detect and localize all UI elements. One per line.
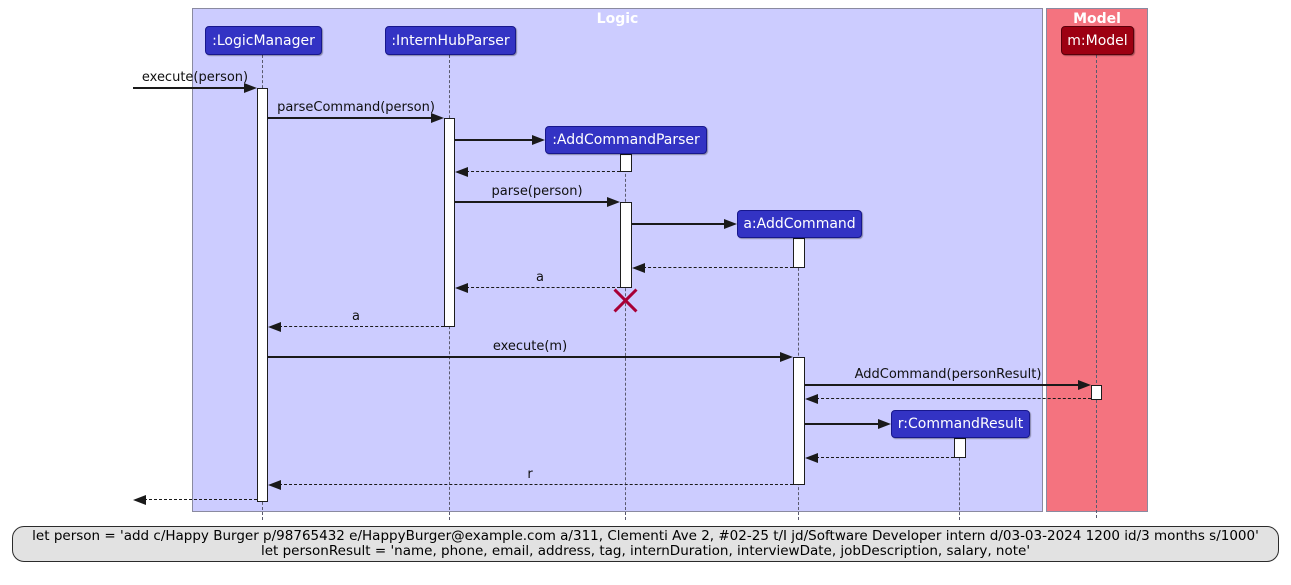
arrowhead-left-icon [455,283,468,293]
note-box: let person = 'add c/Happy Burger p/98765… [12,526,1279,562]
arrowhead-left-icon [268,480,281,490]
arrowhead-left-icon [268,322,281,332]
activation-internhubparser [444,118,455,327]
activation-addcommandparser-1 [620,154,632,172]
arrowhead-right-icon [878,419,891,429]
message-execute-m-line [268,356,782,358]
message-execute-m-label: execute(m) [492,339,568,354]
lifeline-addcommandparser [625,154,626,520]
message-return-parser-line [466,171,620,172]
message-return-final-line [144,499,257,500]
message-parse-line [455,201,609,203]
arrowhead-left-icon [632,263,645,273]
message-create-addcommand-line [632,223,726,225]
model-frame-title: Model [1073,11,1121,27]
participant-logicmanager: :LogicManager [205,26,322,55]
activation-addcommandparser-2 [620,202,632,288]
message-return-a-parser-label: a [536,270,544,285]
arrowhead-left-icon [805,394,818,404]
note-line-2: let personResult = 'name, phone, email, … [260,543,1031,559]
message-execute-person-label: execute(person) [141,70,249,85]
arrowhead-right-icon [780,352,793,362]
arrowhead-right-icon [1078,380,1091,390]
message-parsecommand-label: parseCommand(person) [277,100,435,115]
activation-addcommand-1 [793,238,805,268]
message-addcommand-personresult-label: AddCommand(personResult) [854,367,1042,382]
note-line-1: let person = 'add c/Happy Burger p/98765… [32,528,1259,544]
participant-commandresult: r:CommandResult [891,410,1030,438]
message-return-a-logic-label: a [352,309,360,324]
lifeline-commandresult [959,438,960,520]
arrowhead-left-icon [455,167,468,177]
message-return-a-parser-line [466,287,620,288]
message-parsecommand-line [268,117,433,119]
arrowhead-right-icon [724,219,737,229]
message-return-r-line [279,484,793,485]
activation-model [1091,385,1102,400]
message-return-model-line [816,398,1091,399]
message-parse-label: parse(person) [491,184,583,199]
arrowhead-right-icon [607,197,620,207]
message-return-addcommand-line [643,267,793,268]
arrowhead-left-icon [133,495,146,505]
logic-frame-title: Logic [596,11,639,27]
activation-commandresult [954,438,966,458]
message-addcommand-personresult-line [805,384,1080,386]
destroy-x-icon [612,287,639,313]
message-return-r-label: r [527,467,533,482]
message-return-commandresult-line [816,457,954,458]
arrowhead-left-icon [805,453,818,463]
participant-model: m:Model [1061,26,1134,55]
model-frame: Model [1046,8,1148,512]
activation-logicmanager [257,88,268,502]
message-return-a-logic-line [279,326,444,327]
message-create-parser-line [455,139,534,141]
participant-addcommandparser: :AddCommandParser [545,126,707,154]
activation-addcommand-2 [793,357,805,485]
lifeline-model [1096,55,1097,518]
participant-addcommand: a:AddCommand [737,210,862,238]
arrowhead-right-icon [244,83,257,93]
message-execute-person-line [133,87,246,89]
message-create-commandresult-line [805,423,880,425]
arrowhead-right-icon [532,135,545,145]
arrowhead-right-icon [431,113,444,123]
participant-internhubparser: :InternHubParser [385,26,516,55]
